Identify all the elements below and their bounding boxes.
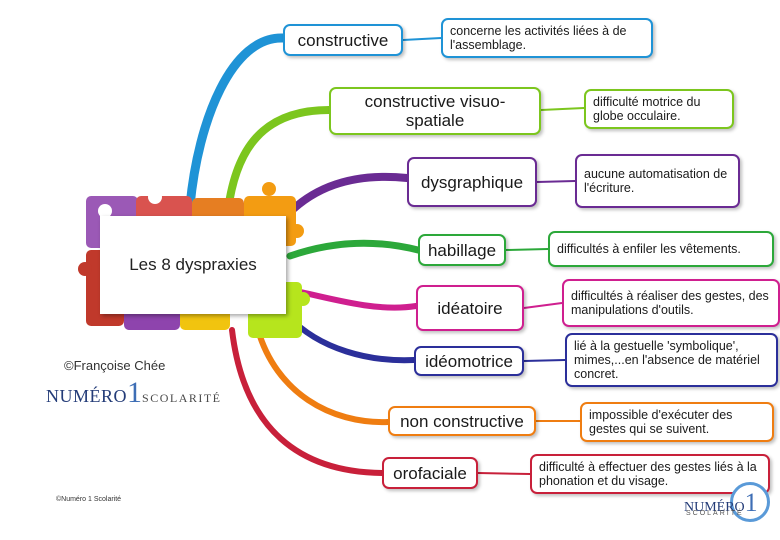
description-non-constructive: impossible d'exécuter des gestes qui se … — [580, 402, 774, 442]
branch-label: dysgraphique — [420, 172, 524, 192]
branch-curve-ideatoire — [289, 287, 419, 311]
description-text: aucune automatisation de l'écriture. — [584, 167, 728, 195]
branch-label: orofaciale — [393, 463, 467, 483]
description-connector — [523, 359, 566, 362]
description-ideomotrice: lié à la gestuelle 'symbolique', mimes,.… — [565, 333, 778, 387]
branch-label: idéomotrice — [425, 351, 513, 371]
branch-curve-non-constructive — [255, 327, 391, 426]
logo-word-scolarite: SCOLARITÉ — [142, 391, 222, 405]
description-constructive-visuo-spatiale: difficulté motrice du globe occulaire. — [584, 89, 734, 129]
description-connector — [523, 302, 563, 309]
description-dysgraphique: aucune automatisation de l'écriture. — [575, 154, 740, 208]
branch-dysgraphique: dysgraphique — [407, 157, 537, 207]
puzzle-knob — [98, 204, 112, 218]
description-ideatoire: difficultés à réaliser des gestes, des m… — [562, 279, 780, 327]
description-connector — [402, 37, 442, 41]
puzzle-knob — [290, 224, 304, 238]
copyright-note: ©Numéro 1 Scolarité — [56, 496, 122, 503]
puzzle-knob — [78, 262, 92, 276]
description-orofaciale: difficulté à effectuer des gestes liés à… — [530, 454, 770, 494]
branch-curve-ideomotrice — [285, 313, 417, 364]
branch-orofaciale: orofaciale — [382, 457, 478, 489]
badge-circle-icon — [730, 482, 770, 522]
branch-curve-orofaciale — [229, 327, 385, 476]
description-text: concerne les activités liées à de l'asse… — [450, 24, 627, 52]
branch-curve-habillage — [286, 239, 422, 260]
badge-digit: 1 — [744, 488, 758, 517]
badge-subtext: SCOLARITÉ — [686, 510, 744, 517]
branch-ideomotrice: idéomotrice — [414, 346, 524, 376]
branch-curve-constructive-visuo-spatiale — [224, 106, 333, 214]
branch-constructive: constructive — [283, 24, 403, 56]
logo-digit: 1 — [127, 376, 143, 409]
puzzle-knob — [148, 190, 162, 204]
branch-habillage: habillage — [418, 234, 506, 266]
numero1-badge-logo: NUMÉRO1 SCOLARITÉ — [680, 482, 772, 528]
branch-ideatoire: idéatoire — [416, 285, 524, 331]
branch-curve-constructive — [185, 33, 288, 211]
description-text: difficulté motrice du globe occulaire. — [593, 95, 701, 123]
logo-word-numero: NUMÉRO — [46, 386, 128, 406]
branch-constructive-visuo-spatiale: constructive visuo-spatiale — [329, 87, 541, 135]
description-connector — [477, 472, 531, 475]
central-topic-label: Les 8 dyspraxies — [129, 255, 257, 274]
description-habillage: difficultés à enfiler les vêtements. — [548, 231, 774, 267]
description-text: impossible d'exécuter des gestes qui se … — [589, 408, 733, 436]
description-text: difficultés à enfiler les vêtements. — [557, 242, 741, 256]
branch-curve-dysgraphique — [284, 172, 411, 218]
description-text: difficulté à effectuer des gestes liés à… — [539, 460, 757, 488]
description-connector — [536, 180, 576, 183]
central-topic: Les 8 dyspraxies — [100, 216, 286, 314]
branch-label: constructive — [297, 30, 389, 50]
branch-label: habillage — [427, 240, 497, 260]
branch-label: constructive visuo-spatiale — [364, 92, 506, 130]
numero1-logo: NUMÉRO1SCOLARITÉ — [46, 376, 222, 410]
description-connector — [540, 107, 585, 111]
description-connector — [505, 248, 549, 251]
description-text: lié à la gestuelle 'symbolique', mimes,.… — [574, 339, 760, 381]
badge-text: NUMÉRO1 — [684, 488, 758, 518]
puzzle-knob — [262, 182, 276, 196]
branch-label: non constructive — [400, 411, 524, 431]
puzzle-knob — [296, 292, 310, 306]
description-constructive: concerne les activités liées à de l'asse… — [441, 18, 653, 58]
description-text: difficultés à réaliser des gestes, des m… — [571, 289, 769, 317]
badge-word-numero: NUMÉRO — [684, 500, 745, 515]
author-credit: ©Françoise Chée — [64, 358, 166, 373]
branch-non-constructive: non constructive — [388, 406, 536, 436]
branch-label: idéatoire — [437, 298, 503, 318]
